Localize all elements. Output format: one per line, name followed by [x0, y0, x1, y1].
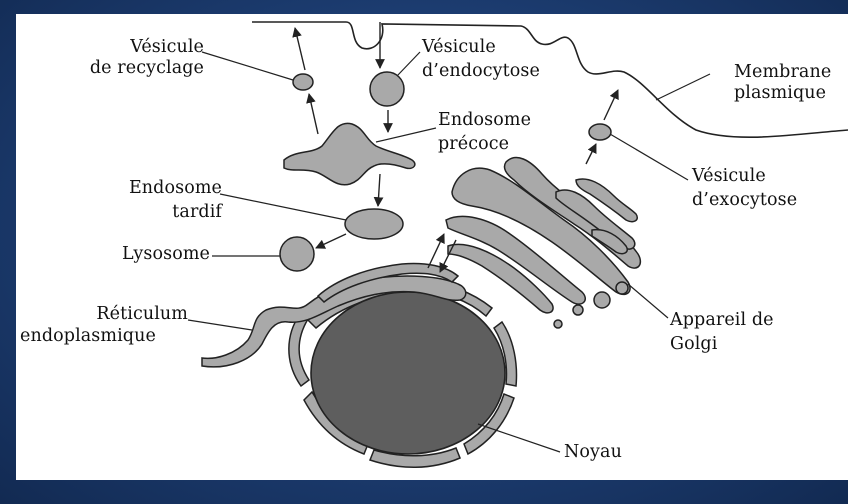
diagram-panel: Vésicule de recyclage Vésicule d’endocyt…: [16, 14, 848, 480]
label-endocytic-vesicle-line1: Vésicule: [422, 37, 496, 58]
late-endosome: [345, 209, 403, 239]
label-exocytic-vesicle-line1: Vésicule: [692, 166, 766, 187]
label-exocytic-vesicle-line2: d’exocytose: [692, 190, 797, 211]
label-lysosome: Lysosome: [76, 244, 210, 265]
early-endosome: [284, 123, 415, 185]
label-recycling-vesicle-line1: Vésicule: [76, 37, 204, 58]
label-golgi-line1: Appareil de: [670, 310, 774, 331]
recycling-vesicle: [293, 74, 313, 90]
label-endocytic-vesicle-line2: d’endocytose: [422, 61, 540, 82]
label-recycling-vesicle-line2: de recyclage: [56, 58, 204, 79]
label-plasma-membrane-line1: Membrane: [734, 62, 831, 83]
nucleus: [311, 292, 505, 454]
lysosome: [280, 237, 314, 271]
label-early-endosome-line2: précoce: [438, 134, 509, 155]
label-nucleus: Noyau: [564, 442, 622, 463]
endocytic-vesicle: [370, 72, 404, 106]
label-er-line2: endoplasmique: [20, 326, 156, 347]
label-late-endosome-line2: tardif: [76, 202, 222, 223]
exocytic-vesicle: [589, 124, 611, 140]
label-golgi-line2: Golgi: [670, 334, 717, 355]
label-late-endosome-line1: Endosome: [76, 178, 222, 199]
label-er-line1: Réticulum: [36, 304, 188, 325]
label-plasma-membrane-line2: plasmique: [734, 83, 826, 104]
label-early-endosome-line1: Endosome: [438, 110, 531, 131]
